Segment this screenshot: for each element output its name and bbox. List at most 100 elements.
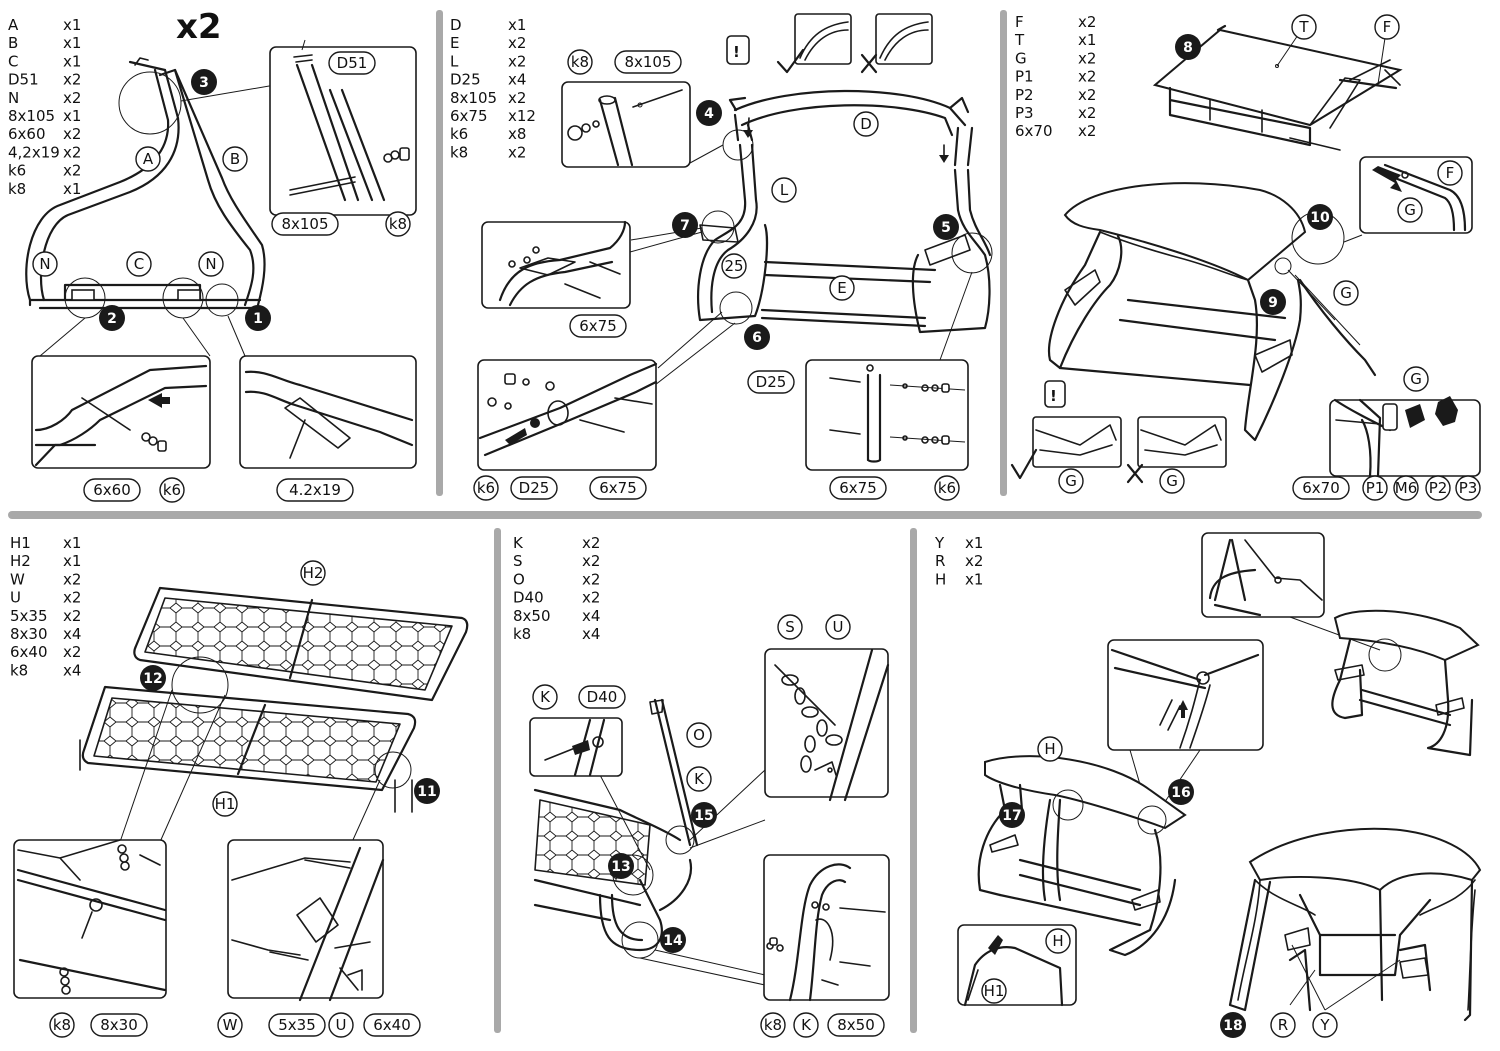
callout-text: H2	[303, 564, 324, 582]
callout-text: 5x35	[278, 1016, 316, 1034]
callout-text: S	[785, 618, 795, 636]
part-code: U	[10, 589, 21, 607]
callout-text: G	[1166, 472, 1178, 490]
part-quantity: x1	[63, 52, 81, 70]
callout-label: K	[686, 766, 712, 792]
part-code: L	[450, 52, 459, 70]
callout-text: L	[780, 181, 789, 199]
callout-text: D25	[756, 373, 787, 391]
callout-label: H1	[212, 791, 238, 817]
part-code: D51	[8, 71, 39, 89]
callout-label: 6x40	[363, 1013, 421, 1037]
part-code: S	[513, 552, 523, 570]
part-quantity: x2	[1078, 49, 1096, 67]
callout-label: P2	[1425, 475, 1451, 501]
part-code: H2	[10, 552, 31, 570]
step-number-badge: 5	[933, 214, 959, 240]
callout-label: N	[198, 251, 224, 277]
x-icon	[860, 53, 878, 74]
step-number: 5	[941, 220, 951, 236]
x-icon	[1126, 463, 1144, 484]
part-code: k6	[450, 125, 468, 143]
callout-text: F	[1383, 18, 1392, 36]
part-quantity: x2	[582, 534, 600, 552]
part-code: R	[935, 552, 945, 570]
part-code: k6	[8, 162, 26, 180]
step-number-badge: 12	[140, 665, 166, 691]
part-quantity: x1	[965, 570, 983, 588]
callout-text: k8	[389, 215, 407, 233]
callout-text: 6x40	[373, 1016, 411, 1034]
part-quantity: x2	[1078, 86, 1096, 104]
step-number-badge: 8	[1175, 34, 1201, 60]
step-number-badge: 3	[191, 69, 217, 95]
callout-label: U	[328, 1012, 354, 1038]
step-number: 2	[107, 311, 117, 327]
callout-label: 6x60	[83, 478, 141, 502]
callout-label: M6	[1393, 475, 1419, 501]
step-number-badge: 6	[744, 324, 770, 350]
callout-text: 8x50	[837, 1016, 875, 1034]
callout-label: H2	[300, 560, 326, 586]
step-number-badge: 2	[99, 305, 125, 331]
callout-text: 6x70	[1302, 479, 1340, 497]
callout-text: k6	[163, 481, 181, 499]
part-code: 6x75	[450, 107, 488, 125]
step-number-badge: 17	[999, 802, 1025, 828]
callout-text: U	[833, 618, 844, 636]
callout-label: D51	[328, 51, 376, 75]
callout-label: H	[1045, 928, 1071, 954]
step-number: 4	[704, 106, 714, 122]
callout-label: L	[771, 177, 797, 203]
callout-label: D40	[578, 685, 626, 709]
callout-label: T	[1291, 14, 1317, 40]
part-quantity: x2	[63, 143, 81, 161]
step-number-badge: 4	[696, 100, 722, 126]
part-quantity: x2	[508, 143, 526, 161]
callout-text: 6x75	[839, 479, 877, 497]
step-number-badge: 14	[660, 927, 686, 953]
part-quantity: x2	[1078, 68, 1096, 86]
callout-label: E	[829, 275, 855, 301]
callout-label: P3	[1455, 475, 1481, 501]
callout-text: G	[1065, 472, 1077, 490]
part-quantity: x2	[1078, 122, 1096, 140]
part-quantity: x2	[63, 89, 81, 107]
step-number: 17	[1002, 808, 1021, 824]
callout-label: G	[1159, 468, 1185, 494]
part-code: P3	[1015, 104, 1034, 122]
step-number: 13	[611, 859, 630, 875]
callout-label: D	[853, 111, 879, 137]
step-number-badge: 16	[1168, 779, 1194, 805]
part-quantity: x1	[1078, 31, 1096, 49]
step-number: 10	[1310, 210, 1330, 226]
callout-label: H1	[981, 978, 1007, 1004]
part-quantity: x4	[582, 625, 600, 643]
part-code: E	[450, 34, 459, 52]
callout-label: F	[1374, 14, 1400, 40]
part-quantity: x1	[63, 534, 81, 552]
warning-icon: !	[733, 43, 740, 61]
part-quantity: x1	[965, 534, 983, 552]
callout-label: k8	[567, 49, 593, 75]
callout-text: k8	[764, 1016, 782, 1034]
callout-label: D25	[510, 476, 558, 500]
callout-label: G	[1397, 197, 1423, 223]
step-number-badge: 15	[691, 802, 717, 828]
step-number: 8	[1183, 40, 1193, 56]
callout-label: W	[217, 1012, 243, 1038]
callout-label: O	[686, 722, 712, 748]
part-quantity: x2	[63, 162, 81, 180]
callout-text: P3	[1459, 479, 1478, 497]
callout-label: 4.2x19	[276, 478, 354, 502]
part-code: 6x70	[1015, 122, 1053, 140]
part-code: W	[10, 570, 25, 588]
step-number: 11	[417, 784, 436, 800]
part-quantity: x2	[582, 570, 600, 588]
